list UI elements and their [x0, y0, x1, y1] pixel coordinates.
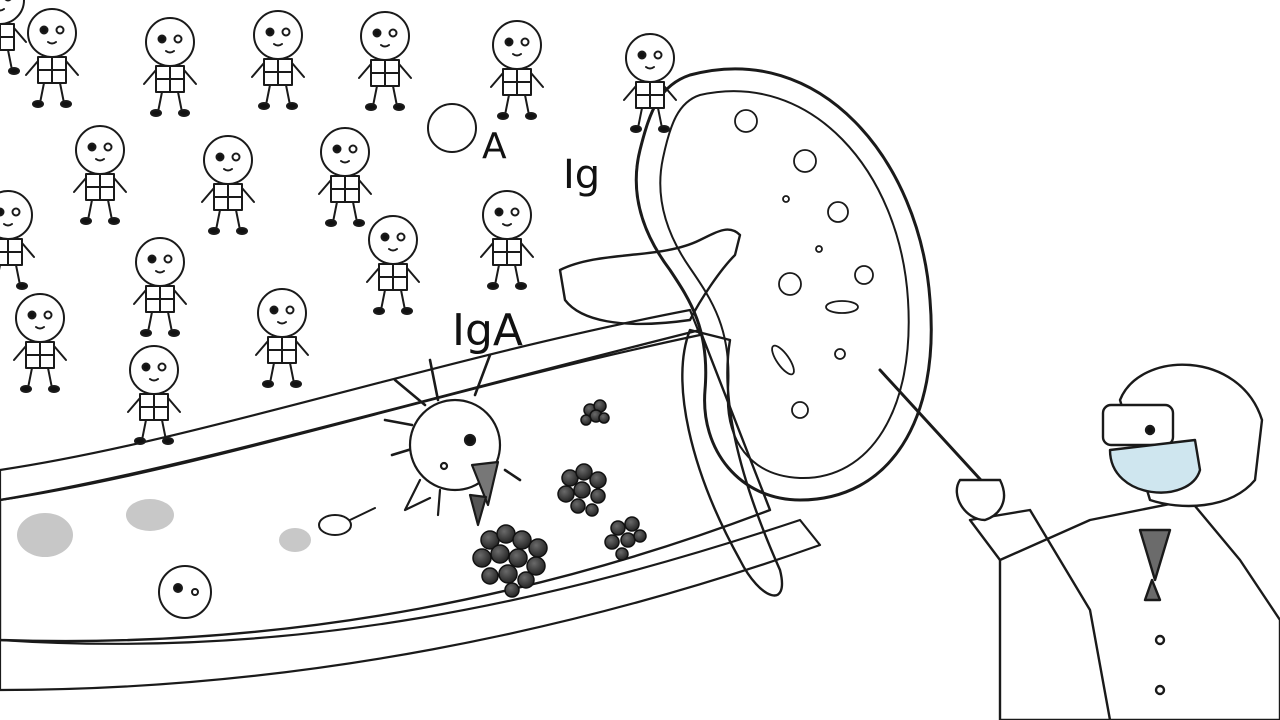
- cartoon-cell-figure: [0, 0, 27, 75]
- cluster-large: [472, 524, 548, 598]
- label-iga: IgA: [452, 305, 523, 356]
- small-cell-icon: [158, 507, 376, 619]
- crowd-of-cartoon-cells: [0, 0, 677, 445]
- cluster-medium: [557, 463, 607, 517]
- cluster-small-top: [580, 399, 610, 426]
- mesh-vessel: [0, 308, 822, 692]
- label-a: A: [482, 126, 507, 167]
- label-ig: Ig: [563, 152, 600, 198]
- scientist-with-pointer: [878, 363, 1280, 720]
- kidney: [558, 67, 933, 597]
- labels: A Ig IgA: [452, 126, 600, 356]
- dark-deposit-clusters: [472, 399, 647, 598]
- cluster-right: [604, 516, 647, 561]
- spiky-pathogen: [383, 353, 522, 527]
